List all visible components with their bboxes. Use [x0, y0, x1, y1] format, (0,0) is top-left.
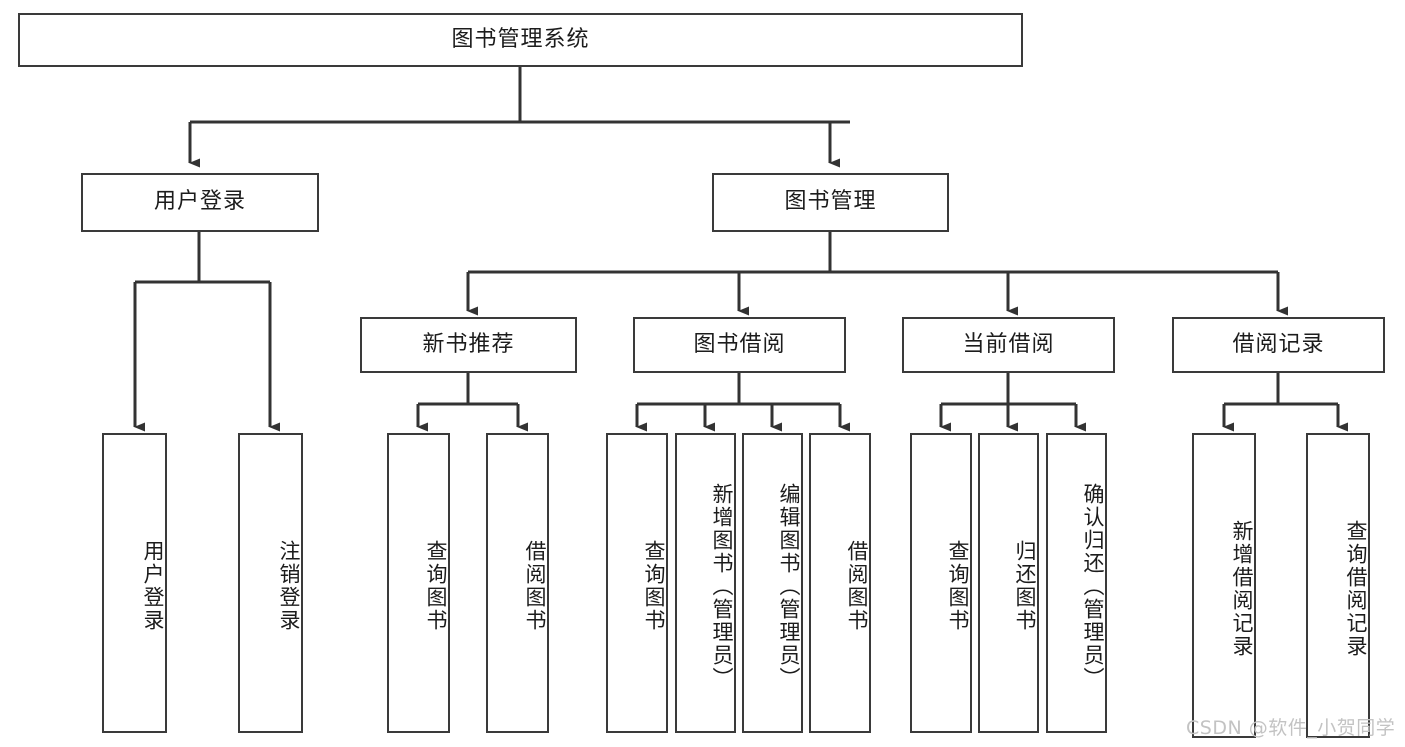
node-root[interactable]: 图书管理系统: [18, 13, 1023, 67]
node-leaf-confirm-return[interactable]: 确认归还（管理员）: [1046, 433, 1107, 733]
node-leaf-user-login[interactable]: 用户登录: [102, 433, 167, 733]
node-leaf-user-login-label: 用户登录: [141, 540, 165, 632]
node-leaf-add-record[interactable]: 新增借阅记录: [1192, 433, 1256, 738]
node-new-book-recommend-label: 新书推荐: [422, 331, 515, 357]
node-current-borrow-label: 当前借阅: [962, 331, 1055, 357]
node-leaf-add-book-label: 新增图书（管理员）: [710, 482, 734, 690]
node-borrow-record[interactable]: 借阅记录: [1172, 317, 1385, 373]
node-book-borrow[interactable]: 图书借阅: [633, 317, 846, 373]
node-user-login-label: 用户登录: [153, 189, 246, 215]
node-new-book-recommend[interactable]: 新书推荐: [360, 317, 577, 373]
node-leaf-borrow-book-1-label: 借阅图书: [523, 540, 547, 632]
node-leaf-edit-book-label: 编辑图书（管理员）: [777, 482, 801, 690]
node-leaf-user-logout[interactable]: 注销登录: [238, 433, 303, 733]
node-leaf-query-record[interactable]: 查询借阅记录: [1306, 433, 1370, 738]
node-user-login[interactable]: 用户登录: [81, 173, 319, 232]
node-leaf-query-book-2[interactable]: 查询图书: [606, 433, 668, 733]
node-leaf-query-book-1-label: 查询图书: [424, 540, 448, 632]
node-book-manage-label: 图书管理: [784, 189, 877, 215]
node-leaf-borrow-book-2[interactable]: 借阅图书: [809, 433, 871, 733]
node-current-borrow[interactable]: 当前借阅: [902, 317, 1115, 373]
node-leaf-add-book[interactable]: 新增图书（管理员）: [675, 433, 736, 733]
csdn-watermark: CSDN @软件_小贺同学: [1186, 717, 1396, 739]
node-leaf-return-book-label: 归还图书: [1013, 540, 1037, 632]
node-leaf-confirm-return-label: 确认归还（管理员）: [1081, 482, 1105, 690]
node-leaf-return-book[interactable]: 归还图书: [978, 433, 1039, 733]
node-leaf-borrow-book-1[interactable]: 借阅图书: [486, 433, 549, 733]
node-borrow-record-label: 借阅记录: [1232, 331, 1325, 357]
node-leaf-query-book-3[interactable]: 查询图书: [910, 433, 972, 733]
node-leaf-query-book-1[interactable]: 查询图书: [387, 433, 450, 733]
node-leaf-query-book-3-label: 查询图书: [946, 540, 970, 632]
node-root-label: 图书管理系统: [451, 26, 590, 52]
node-book-borrow-label: 图书借阅: [693, 331, 786, 357]
node-leaf-query-record-label: 查询借阅记录: [1344, 519, 1368, 658]
node-leaf-borrow-book-2-label: 借阅图书: [845, 540, 869, 632]
node-leaf-user-logout-label: 注销登录: [277, 540, 301, 632]
node-leaf-query-book-2-label: 查询图书: [642, 540, 666, 632]
node-leaf-add-record-label: 新增借阅记录: [1230, 519, 1254, 658]
node-book-manage[interactable]: 图书管理: [712, 173, 949, 232]
node-leaf-edit-book[interactable]: 编辑图书（管理员）: [742, 433, 803, 733]
